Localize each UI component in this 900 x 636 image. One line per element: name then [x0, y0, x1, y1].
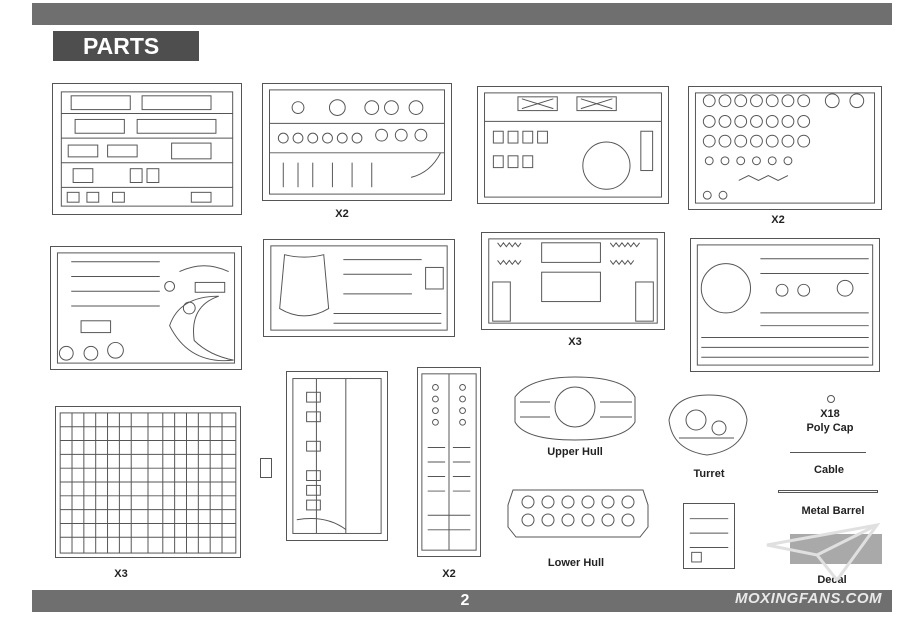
page-number: 2 [460, 592, 470, 609]
sprue-g [481, 232, 665, 330]
sprue-h [690, 238, 880, 372]
page-title: PARTS [53, 31, 199, 61]
sprue-l-drawing [421, 373, 477, 551]
watermark-text: MOXINGFANS.COM [735, 590, 883, 607]
poly-cap-label: Poly Cap [806, 422, 854, 434]
sprue-h-drawing [696, 244, 874, 366]
sprue-d [688, 86, 882, 210]
sprue-g-quantity: X3 [568, 336, 582, 348]
sprue-a-drawing [60, 91, 234, 207]
sprue-d-quantity: X2 [771, 214, 785, 226]
metal-barrel-label: Metal Barrel [801, 505, 865, 517]
sprue-f-drawing [270, 245, 448, 331]
sprue-b-drawing [269, 89, 445, 195]
sprue-k-tab [260, 458, 272, 478]
sprue-j [55, 406, 241, 558]
sprue-g-drawing [488, 238, 658, 324]
upper-hull-label: Upper Hull [547, 446, 603, 458]
watermark-logo [766, 522, 881, 583]
sprue-b-quantity: X2 [335, 208, 349, 220]
bottom-bar [32, 590, 892, 612]
sprue-l-quantity: X2 [442, 568, 456, 580]
metal-barrel-line [778, 490, 878, 493]
cable-line [790, 452, 866, 453]
sprue-d-drawing [694, 92, 876, 204]
poly-cap-ring [827, 395, 835, 403]
upper-hull-drawing [514, 376, 636, 441]
sprue-c-drawing [484, 92, 662, 198]
turret-drawing [668, 394, 748, 456]
lower-hull-label: Lower Hull [547, 557, 605, 569]
sprue-k [286, 371, 388, 541]
sprue-k-drawing [292, 378, 382, 534]
sprue-j-quantity: X3 [114, 568, 128, 580]
cable-label: Cable [814, 464, 844, 476]
top-bar [32, 3, 892, 25]
sprue-small-drawing [689, 518, 729, 563]
lower-hull-drawing [507, 489, 649, 538]
sprue-c [477, 86, 669, 204]
sprue-b [262, 83, 452, 201]
sprue-e [50, 246, 242, 370]
sprue-a [52, 83, 242, 215]
sprue-small [683, 503, 735, 569]
sprue-f [263, 239, 455, 337]
turret-label: Turret [693, 468, 725, 480]
sprue-l [417, 367, 481, 557]
sprue-j-drawing [59, 412, 237, 554]
sprue-e-drawing [56, 252, 236, 364]
poly-cap-quantity: X18 [820, 408, 840, 420]
